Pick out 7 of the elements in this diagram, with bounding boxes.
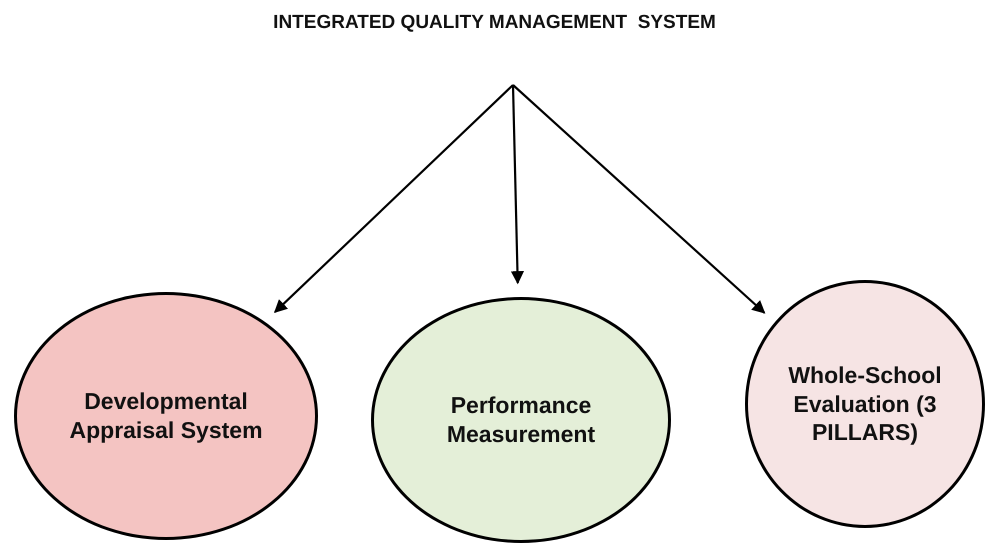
arrow	[274, 84, 514, 313]
diagram-title: INTEGRATED QUALITY MANAGEMENT SYSTEM	[272, 12, 717, 34]
arrow	[512, 84, 766, 314]
arrow	[510, 84, 524, 284]
node-label: Performance Measurement	[446, 391, 596, 449]
node-label: Whole-School Evaluation (3 PILLARS)	[787, 360, 943, 448]
node-label: Developmental Appraisal System	[68, 387, 264, 445]
